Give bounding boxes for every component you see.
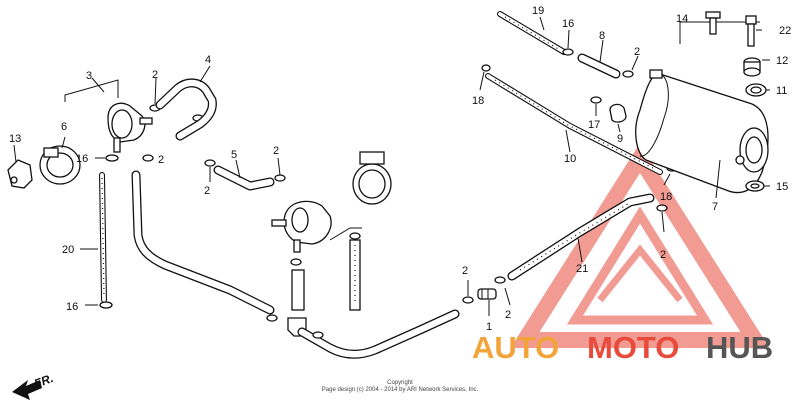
callout-18: 18: [472, 95, 484, 107]
callout-5: 5: [231, 149, 237, 161]
part-15-nut: [745, 180, 765, 192]
watermark-hub: HUB: [706, 330, 773, 365]
callout-8: 8: [599, 30, 605, 42]
part-8-hose: [577, 39, 634, 79]
callout-labels: 1 2 2 2 2 2 2 2 2 3 4 5 6 7 8 9 10 11 12…: [9, 5, 791, 333]
part-12-collar: [743, 57, 761, 77]
part-4-hose: [155, 65, 217, 141]
middle-band: [352, 151, 392, 205]
callout-16: 16: [76, 153, 88, 165]
callout-18b: 18: [660, 191, 672, 203]
part-17-clip: [590, 96, 602, 116]
part-6-band: [39, 136, 81, 185]
part-11-grommet: [745, 83, 767, 97]
callout-1: 1: [486, 321, 492, 333]
callout-2: 2: [152, 69, 158, 81]
part-9-fitting: [609, 103, 627, 133]
center-tube: [131, 170, 278, 322]
callout-10: 10: [564, 153, 576, 165]
callout-19: 19: [532, 5, 544, 17]
watermark-logo: [510, 143, 770, 348]
part-5-hose: [213, 159, 275, 191]
callout-2g: 2: [634, 46, 640, 58]
callout-20: 20: [62, 244, 74, 256]
part-3-valve: [64, 77, 153, 153]
callout-7: 7: [712, 201, 718, 213]
front-label: FR.: [32, 371, 55, 391]
callout-3: 3: [86, 70, 92, 82]
callout-17: 17: [588, 119, 600, 131]
callout-11: 11: [776, 85, 787, 97]
part-16-clip-left: [95, 154, 119, 162]
callout-16b: 16: [66, 301, 78, 313]
callout-13: 13: [9, 133, 21, 145]
watermark-moto: MOTO: [587, 330, 679, 365]
callout-4: 4: [205, 54, 211, 66]
callout-2h: 2: [660, 249, 666, 261]
callout-2b: 2: [158, 154, 164, 166]
part-22-bolt: [745, 15, 757, 47]
part-7-canister: [635, 21, 769, 199]
leader-lines: [154, 17, 770, 306]
part-14-bolt: [705, 11, 721, 35]
copyright-line-2: Page design (c) 2004 - 2014 by ARI Netwo…: [322, 387, 479, 393]
callout-22: 22: [779, 25, 791, 37]
callout-2e: 2: [462, 265, 468, 277]
callout-14: 14: [676, 13, 688, 25]
bottom-hose: [297, 296, 474, 359]
callout-6: 6: [61, 121, 67, 133]
copyright-line-1: Copyright: [387, 380, 413, 386]
callout-16c: 16: [562, 18, 574, 30]
watermark-text: AUTO MOTO HUB: [472, 330, 773, 365]
callout-15: 15: [776, 181, 788, 193]
part-13-bracket: [7, 144, 33, 189]
callout-2f: 2: [505, 309, 511, 321]
callout-21: 21: [576, 263, 588, 275]
watermark-auto: AUTO: [472, 330, 559, 365]
middle-valve: [271, 200, 362, 266]
front-arrow: [12, 380, 42, 400]
part-19-hose: [497, 11, 574, 56]
middle-pipes: [287, 239, 361, 337]
part-21-hose: [507, 193, 668, 281]
callout-9: 9: [617, 133, 623, 145]
callout-2c: 2: [204, 185, 210, 197]
part-20-hose: [80, 172, 113, 309]
callout-2d: 2: [273, 145, 279, 157]
callout-12: 12: [776, 55, 788, 67]
part-1-joint: [477, 276, 506, 316]
